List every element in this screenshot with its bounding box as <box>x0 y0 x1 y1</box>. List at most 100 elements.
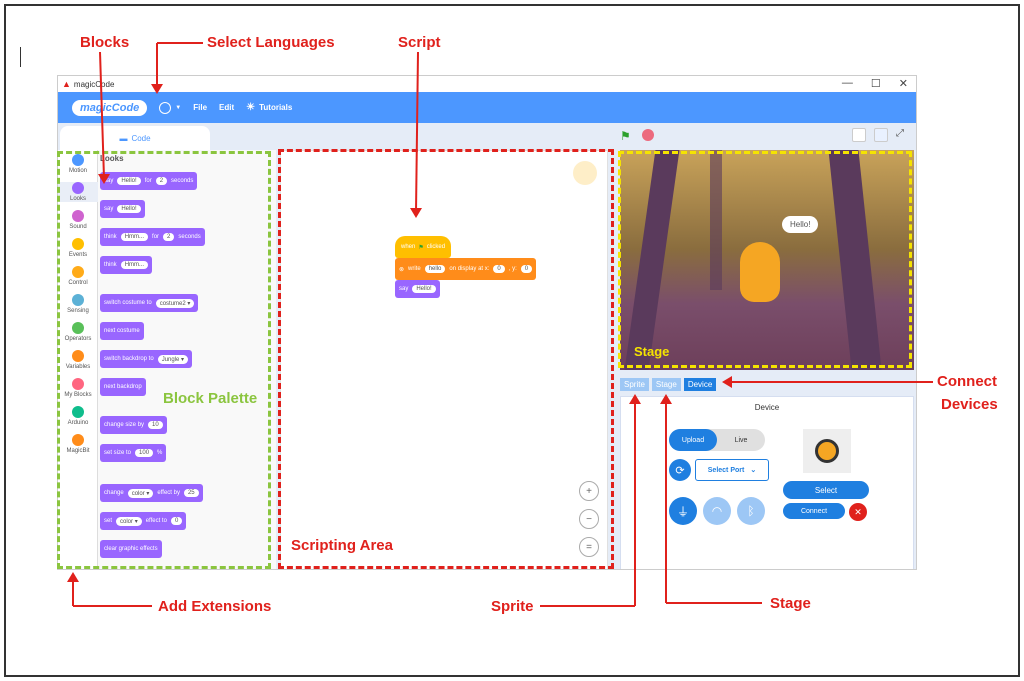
maximize-button[interactable]: ☐ <box>870 78 881 90</box>
block-text: next costume <box>104 328 140 334</box>
block-next-costume[interactable]: next costume <box>100 322 144 340</box>
bunny-sprite[interactable] <box>740 242 780 302</box>
block-input[interactable]: Hello! <box>412 285 436 293</box>
bluetooth-icon[interactable]: ᛒ <box>737 497 765 525</box>
block-input[interactable]: Hmm... <box>120 261 149 269</box>
block-dropdown[interactable]: color ▾ <box>127 488 154 498</box>
small-stage-button[interactable] <box>852 128 866 142</box>
select-port-dropdown[interactable]: Select Port⌄ <box>695 459 769 481</box>
sound-icon <box>72 210 84 222</box>
green-flag-button[interactable]: ⚑ <box>620 129 631 143</box>
stop-button[interactable] <box>642 129 654 141</box>
tab-sprite[interactable]: Sprite <box>620 378 649 391</box>
block-input[interactable]: hello <box>424 265 446 273</box>
category-label: Sensing <box>67 308 89 314</box>
language-menu[interactable]: ▼ <box>159 101 181 114</box>
tree-trunk <box>710 150 722 290</box>
category-label: Sound <box>69 224 87 230</box>
upload-live-toggle[interactable]: Upload Live <box>669 429 765 451</box>
tutorials-label: Tutorials <box>259 103 293 112</box>
block-text: for <box>144 178 152 184</box>
arrow-head <box>151 84 163 94</box>
category-arduino[interactable]: Arduino <box>58 406 98 426</box>
block-input[interactable]: Hello! <box>117 177 141 185</box>
block-input[interactable]: 2 <box>155 177 168 185</box>
edit-menu[interactable]: Edit <box>219 103 235 112</box>
category-events[interactable]: Events <box>58 238 98 258</box>
block-text: think <box>104 262 117 268</box>
category-my-blocks[interactable]: My Blocks <box>58 378 98 398</box>
title-bar: ▲ magicCode — ☐ ✕ <box>58 76 916 92</box>
block-input[interactable]: 0 <box>520 265 533 273</box>
category-operators[interactable]: Operators <box>58 322 98 342</box>
block-input[interactable]: 0 <box>493 265 505 273</box>
annotation-sprite: Sprite <box>491 598 534 615</box>
device-image <box>803 429 851 473</box>
zoom-reset-button[interactable]: = <box>579 537 599 557</box>
fullscreen-icon[interactable]: ⤢ <box>896 128 904 139</box>
block-text: switch backdrop to <box>104 356 154 362</box>
device-panel: Device Upload Live ⟳ Select Port⌄ ⏚ ◠ ᛒ … <box>620 396 914 569</box>
category-label: My Blocks <box>64 392 92 398</box>
category-variables[interactable]: Variables <box>58 350 98 370</box>
category-sensing[interactable]: Sensing <box>58 294 98 314</box>
category-magicbit[interactable]: MagicBit <box>58 434 98 454</box>
tab-device[interactable]: Device <box>683 378 717 391</box>
close-button[interactable]: ✕ <box>898 78 908 90</box>
block-input[interactable]: 25 <box>183 489 199 497</box>
category-sound[interactable]: Sound <box>58 210 98 230</box>
block-text: seconds <box>171 178 194 184</box>
annotation-devices: Devices <box>941 396 998 413</box>
category-looks[interactable]: Looks <box>58 182 98 202</box>
category-motion[interactable]: Motion <box>58 154 98 174</box>
select-device-button[interactable]: Select <box>783 481 869 499</box>
zoom-in-button[interactable]: + <box>579 481 599 501</box>
block-dropdown[interactable]: costume2 ▾ <box>155 298 195 308</box>
stage-canvas[interactable]: Hello! Stage <box>620 150 914 370</box>
block-clear-effects[interactable]: clear graphic effects <box>100 540 162 558</box>
block-input[interactable]: 100 <box>135 449 154 457</box>
block-dropdown[interactable]: Jungle ▾ <box>157 354 189 364</box>
live-option[interactable]: Live <box>734 436 748 444</box>
connect-button[interactable]: Connect <box>783 503 845 519</box>
annotation-stage: Stage <box>770 595 811 612</box>
block-text: change <box>104 490 124 496</box>
wifi-icon[interactable]: ◠ <box>703 497 731 525</box>
large-stage-button[interactable] <box>874 128 888 142</box>
minimize-button[interactable]: — <box>841 77 853 89</box>
tutorials-menu[interactable]: ☀ Tutorials <box>246 102 292 113</box>
refresh-icon[interactable]: ⟳ <box>669 459 691 481</box>
category-control[interactable]: Control <box>58 266 98 286</box>
lightbulb-icon: ☀ <box>246 102 256 113</box>
upload-option[interactable]: Upload <box>669 429 717 451</box>
block-input[interactable]: 0 <box>170 517 183 525</box>
tab-code[interactable]: ▬ Code <box>60 126 210 150</box>
zoom-out-button[interactable]: − <box>579 509 599 529</box>
block-input[interactable]: Hmm... <box>120 233 149 241</box>
tab-stage[interactable]: Stage <box>651 378 681 391</box>
block-dropdown[interactable]: color ▾ <box>116 516 142 526</box>
usb-icon[interactable]: ⏚ <box>669 497 697 525</box>
block-input[interactable]: Hello! <box>117 205 141 213</box>
block-input[interactable]: 2 <box>163 233 175 241</box>
file-menu[interactable]: File <box>193 103 208 112</box>
annotation-block-palette: Block Palette <box>163 390 258 407</box>
block-input[interactable]: 10 <box>148 421 163 429</box>
arrow-head <box>410 208 422 218</box>
script-when-flag-clicked[interactable]: when⚑clicked <box>395 236 452 258</box>
block-next-backdrop[interactable]: next backdrop <box>100 378 146 396</box>
